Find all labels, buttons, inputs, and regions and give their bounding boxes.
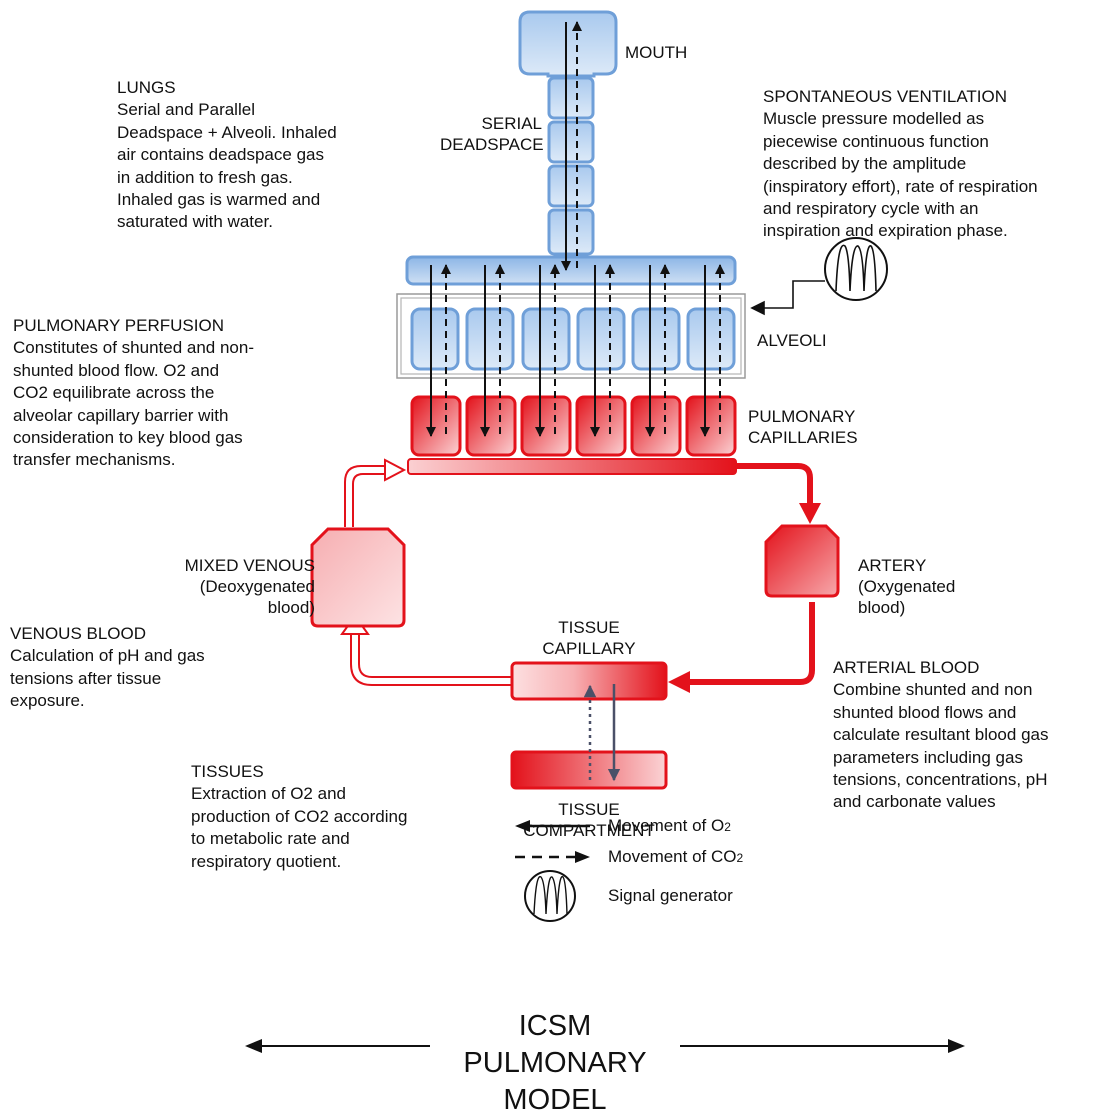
pulmonary-capillaries-line-1: PULMONARY (748, 407, 856, 426)
artery-line-1: ARTERY (858, 556, 927, 575)
legend-o2-label: Movement of O (608, 816, 725, 835)
legend-signal-text: Signal generator (608, 886, 733, 905)
pulmonary-capillaries-label: PULMONARY CAPILLARIES (748, 406, 858, 448)
legend-co2-subscript: 2 (736, 851, 744, 865)
tissue-compartment-line-1: TISSUE (558, 800, 620, 819)
legend-o2-arrow (515, 820, 590, 832)
mixed-venous-line-3: blood) (267, 598, 315, 617)
venous-blood-heading: VENOUS BLOOD (10, 624, 147, 643)
serial-deadspace-segments (547, 76, 595, 256)
legend-o2-text: Movement of O2 (608, 816, 731, 836)
legend-o2-subscript: 2 (724, 820, 731, 834)
serial-deadspace-line-2: DEADSPACE (440, 135, 544, 154)
legend-co2-label: Movement of CO (608, 847, 737, 866)
tissue-compartment-label: TISSUE COMPARTMENT (500, 799, 678, 841)
mouth-label: MOUTH (625, 43, 688, 62)
title-line-1: ICSM (518, 1010, 592, 1042)
diagram-title: ICSM PULMONARY MODEL (430, 1008, 680, 1119)
airway-manifold (405, 255, 737, 286)
spontaneous-ventilation-note: SPONTANEOUS VENTILATION Muscle pressure … (763, 86, 1108, 243)
title-line-2: PULMONARY (463, 1047, 647, 1079)
pulmonary-perfusion-heading: PULMONARY PERFUSION (13, 316, 224, 335)
tissue-capillary-block (510, 661, 668, 701)
signal-generator-icon (824, 237, 888, 301)
alveoli-enclosure (396, 293, 746, 379)
tissue-capillary-line-1: TISSUE (558, 618, 620, 637)
lungs-heading: LUNGS (117, 78, 176, 97)
serial-deadspace-label: SERIAL DEADSPACE (440, 113, 544, 155)
serial-deadspace-line-1: SERIAL (481, 114, 542, 133)
tissue-exchange-arrows (583, 684, 621, 782)
arterial-blood-note: ARTERIAL BLOOD Combine shunted and non s… (833, 657, 1103, 814)
spontaneous-ventilation-body: Muscle pressure modelled as piecewise co… (763, 109, 1038, 241)
pulmonary-perfusion-body: Constitutes of shunted and non- shunted … (13, 338, 254, 470)
arterial-blood-body: Combine shunted and non shunted blood fl… (833, 680, 1049, 812)
mixed-venous-line-2: (Deoxygenated (199, 577, 315, 596)
tissue-capillary-line-2: CAPILLARY (542, 639, 636, 658)
tissues-note: TISSUES Extraction of O2 and production … (191, 761, 461, 873)
lungs-body: Serial and Parallel Deadspace + Alveoli.… (117, 100, 337, 232)
arterial-blood-heading: ARTERIAL BLOOD (833, 658, 980, 677)
alveoli-label: ALVEOLI (757, 331, 827, 350)
pulmonary-to-artery-flow (736, 463, 813, 505)
mixed-venous-label: MIXED VENOUS (Deoxygenated blood) (140, 555, 315, 618)
tissues-heading: TISSUES (191, 762, 264, 781)
signal-connector (750, 280, 825, 316)
artery-line-2: (Oxygenated (858, 577, 956, 596)
pulmonary-capillaries-line-2: CAPILLARIES (748, 428, 858, 447)
alveoli-units (410, 307, 736, 371)
legend-signal-icon (524, 870, 576, 922)
tissues-body: Extraction of O2 and production of CO2 a… (191, 784, 408, 871)
pulmonary-capillary-manifold (407, 458, 737, 475)
venous-blood-note: VENOUS BLOOD Calculation of pH and gas t… (10, 623, 250, 713)
lungs-note: LUNGS Serial and Parallel Deadspace + Al… (117, 77, 407, 234)
legend-co2-arrow (515, 851, 590, 863)
venous-to-pulmonary-flow (344, 458, 407, 527)
spontaneous-ventilation-heading: SPONTANEOUS VENTILATION (763, 87, 1008, 106)
tissue-capillary-label: TISSUE CAPILLARY (510, 617, 668, 659)
artery-line-3: blood) (858, 598, 906, 617)
title-line-3: MODEL (503, 1084, 607, 1116)
mixed-venous-line-1: MIXED VENOUS (184, 556, 315, 575)
artery-to-tissue-flow (688, 602, 815, 685)
gas-exchange-arrows (426, 21, 725, 437)
venous-blood-body: Calculation of pH and gas tensions after… (10, 646, 205, 711)
tissue-compartment-line-2: COMPARTMENT (523, 821, 655, 840)
mixed-venous-block (310, 527, 406, 628)
mouth-block (518, 10, 618, 78)
pulmonary-perfusion-note: PULMONARY PERFUSION Constitutes of shunt… (13, 315, 333, 472)
legend-co2-text: Movement of CO2 (608, 847, 743, 867)
artery-block (764, 524, 840, 598)
pulmonary-capillary-units (410, 395, 737, 457)
artery-label: ARTERY (Oxygenated blood) (858, 555, 955, 618)
